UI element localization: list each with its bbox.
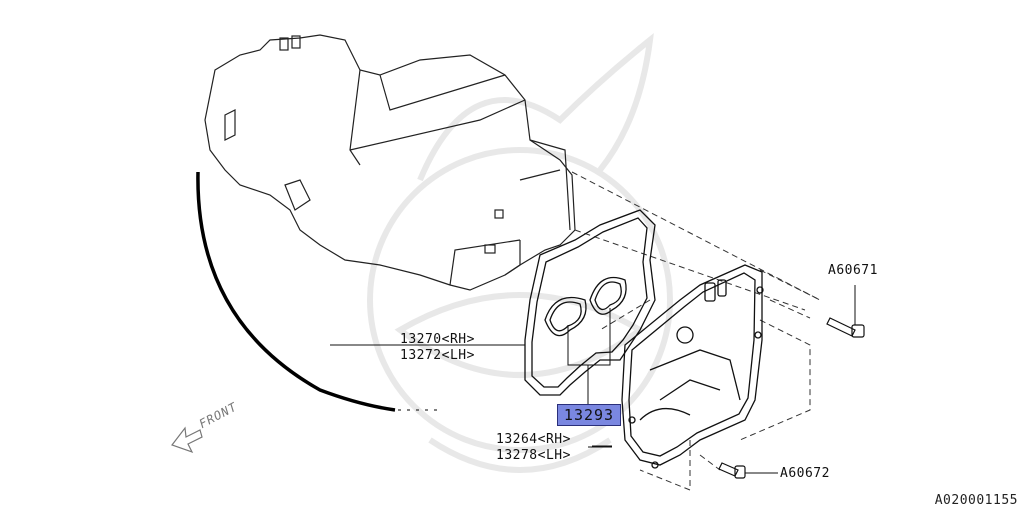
drawing-code: A020001155	[934, 493, 1018, 508]
label-a60671[interactable]: A60671	[828, 263, 878, 278]
watermark-emblem	[367, 33, 673, 473]
engine-block	[204, 34, 576, 291]
bolt-a60671	[826, 317, 865, 338]
front-arrow-icon	[171, 426, 203, 454]
plug-tube-seals	[544, 276, 627, 337]
label-a60672[interactable]: A60672	[780, 466, 830, 481]
cover-gasket	[524, 209, 656, 396]
bolt-a60672	[718, 462, 746, 479]
label-13264-rh[interactable]: 13264<RH>	[496, 432, 571, 447]
rotation-arc	[196, 171, 396, 412]
label-13270-rh[interactable]: 13270<RH>	[400, 332, 475, 347]
label-13278-lh[interactable]: 13278<LH>	[496, 448, 571, 463]
leader-lines	[330, 285, 856, 474]
alignment-dashes	[571, 171, 821, 491]
rocker-cover	[621, 264, 764, 469]
label-13293-highlighted[interactable]: 13293	[557, 404, 621, 426]
label-13272-lh[interactable]: 13272<LH>	[400, 348, 475, 363]
